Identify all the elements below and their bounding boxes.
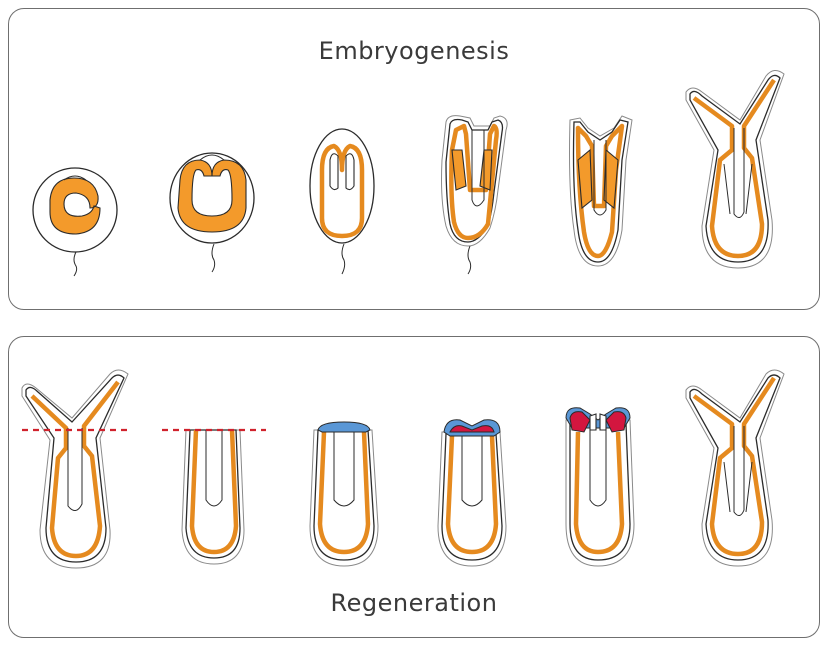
regeneration-stage-4 xyxy=(437,419,507,567)
embryo-stage-5 xyxy=(569,115,633,267)
embryogenesis-title: Embryogenesis xyxy=(318,37,510,65)
embryo-stage-4 xyxy=(441,115,508,275)
blastema-4 xyxy=(449,425,495,433)
blastema-5a xyxy=(569,411,591,433)
regeneration-stage-1 xyxy=(21,369,129,569)
regeneration-stage-5 xyxy=(565,407,635,567)
regeneration-title: Regeneration xyxy=(330,589,498,617)
regeneration-stage-3 xyxy=(309,421,379,567)
regeneration-stage-2 xyxy=(162,428,266,565)
embryo-stage-6-adult xyxy=(685,70,785,269)
embryo-stage-3 xyxy=(309,128,375,275)
embryo-stage-1 xyxy=(32,167,118,277)
embryo-stage-2 xyxy=(169,152,255,273)
regeneration-stage-6-adult xyxy=(685,369,785,567)
regeneration-panel: Regeneration xyxy=(8,336,820,638)
embryogenesis-panel: Embryogenesis xyxy=(8,8,820,310)
blastema-5b xyxy=(605,411,627,433)
wound-epidermis-3 xyxy=(317,421,371,433)
